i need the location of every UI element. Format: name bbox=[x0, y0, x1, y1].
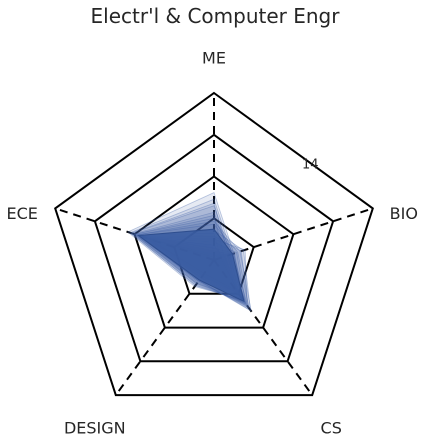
axis-label-cs: CS bbox=[321, 419, 342, 438]
ring-14 bbox=[133, 175, 295, 329]
ring-28 bbox=[54, 91, 374, 397]
chart-title: Electr'l & Computer Engr bbox=[91, 4, 341, 28]
axis-labels: 14 ME BIO CS DESIGN ECE bbox=[7, 49, 418, 438]
axis-label-design: DESIGN bbox=[64, 419, 126, 438]
axis-label-me: ME bbox=[202, 49, 226, 68]
ring-21 bbox=[93, 133, 335, 363]
axis-label-bio: BIO bbox=[390, 204, 418, 223]
tick-label: 14 bbox=[302, 158, 319, 173]
series-core-polygon bbox=[137, 228, 245, 303]
radar-series-group bbox=[127, 192, 252, 312]
axis-label-ece: ECE bbox=[7, 204, 38, 223]
